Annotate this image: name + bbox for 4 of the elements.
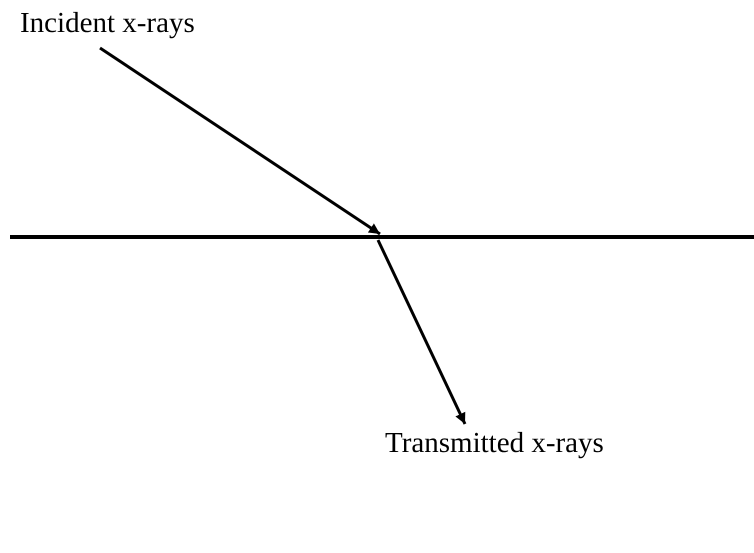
ray-label: Transmitted x-rays [385, 428, 604, 460]
arrow [99, 46, 381, 236]
arrow [376, 239, 466, 425]
ray-label: Incident x-rays [20, 8, 195, 40]
